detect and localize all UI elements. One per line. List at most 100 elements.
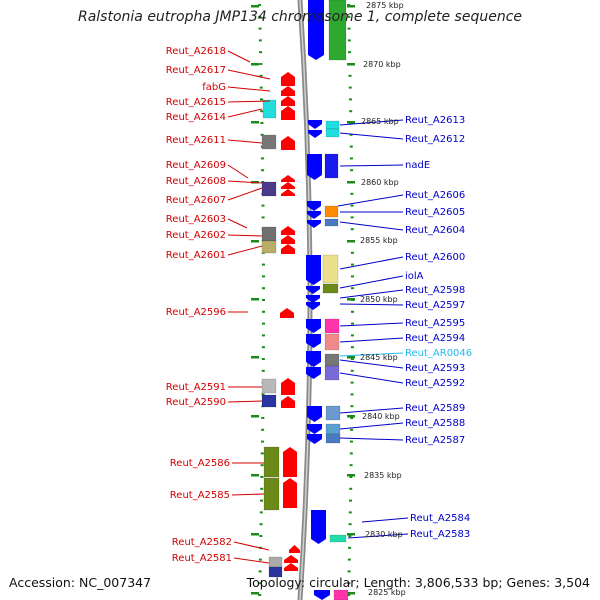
gene-label-left[interactable]: Reut_A2602 [166, 230, 226, 241]
gene-label-right[interactable]: Reut_A2587 [405, 435, 465, 446]
gene-label-left[interactable]: Reut_A2603 [166, 214, 226, 225]
tick-mark [258, 570, 262, 573]
leader-line [347, 533, 409, 539]
gene-label-right[interactable]: Reut_A2583 [410, 529, 470, 540]
gene-arrow-plus [308, 130, 322, 138]
leader-line [227, 108, 263, 118]
gene-label-left[interactable]: Reut_A2608 [166, 176, 226, 187]
tick-mark [260, 476, 264, 478]
gene-label-right[interactable]: Reut_A2589 [405, 403, 465, 414]
leader-line [339, 119, 404, 126]
gene-label-left[interactable]: Reut_A2591 [166, 382, 226, 393]
tick-mark [258, 558, 262, 561]
major-tick [347, 63, 355, 66]
leader-line [227, 86, 271, 92]
gene-label-left[interactable]: Reut_A2601 [166, 250, 226, 261]
gene-label-left[interactable]: Reut_A2582 [172, 537, 232, 548]
gene-label-left[interactable]: Reut_A2617 [166, 65, 226, 76]
tick-mark [261, 417, 265, 419]
gene-label-right[interactable]: iolA [405, 271, 424, 282]
gene-label-right[interactable]: nadE [405, 160, 430, 171]
tick-mark [261, 334, 265, 337]
gene-label-left[interactable]: Reut_A2615 [166, 97, 226, 108]
tick-mark [350, 228, 354, 231]
kbp-tick-labels: 2875 kbp 2870 kbp 2865 kbp 2860 kbp 2855… [360, 1, 406, 597]
gene-label-right[interactable]: Reut_A2598 [405, 285, 465, 296]
leader-line [339, 322, 404, 327]
tick-mark [347, 39, 351, 42]
gene-arrow-plus [307, 154, 322, 180]
colour-block [324, 365, 340, 381]
gene-arrow-minus [281, 136, 295, 150]
gene-label-left[interactable]: Reut_A2581 [172, 553, 232, 564]
gene-label-left[interactable]: Reut_A2611 [166, 135, 226, 146]
gene-label-left[interactable]: fabG [202, 82, 226, 93]
tick-mark [349, 145, 353, 148]
gene-label-right[interactable]: Reut_A2592 [405, 378, 465, 389]
tick-mark [349, 110, 353, 113]
tick-mark [261, 346, 265, 349]
kbp-label: 2835 kbp [364, 471, 402, 480]
gene-arrow-minus [281, 378, 295, 395]
gene-label-left[interactable]: Reut_A2586 [170, 458, 230, 469]
tick-mark [349, 440, 353, 443]
colour-block [261, 181, 277, 197]
gene-label-left[interactable]: Reut_A2596 [166, 307, 226, 318]
colour-block [261, 394, 277, 408]
leader-line [339, 359, 404, 369]
leader-line [233, 557, 270, 564]
colour-block [324, 353, 340, 367]
gene-label-left[interactable]: Reut_A2590 [166, 397, 226, 408]
colour-block [263, 477, 280, 511]
gene-label-right[interactable]: Reut_A2612 [405, 134, 465, 145]
gene-arrow-plus [307, 201, 321, 211]
gene-arrow-minus [284, 555, 298, 563]
gene-arrow-minus [281, 189, 295, 196]
colour-block [325, 120, 340, 130]
tick-mark [349, 464, 353, 467]
tick-mark [261, 310, 265, 313]
tick-mark [258, 582, 262, 585]
gene-label-right[interactable]: Reut_A2588 [405, 418, 465, 429]
leader-line [339, 337, 404, 343]
gene-label-left[interactable]: Reut_A2614 [166, 112, 226, 123]
gene-label-right[interactable]: Reut_A2606 [405, 190, 465, 201]
gene-label-left[interactable]: Reut_A2607 [166, 195, 226, 206]
gene-label-left[interactable]: Reut_A2585 [170, 490, 230, 501]
gene-label-left[interactable]: Reut_A2618 [166, 46, 226, 57]
tick-mark [347, 594, 351, 596]
gene-arrow-plus [307, 220, 321, 228]
right-gene-labels: Reut_A2613 Reut_A2612 nadE Reut_A2606 Re… [405, 115, 472, 540]
gene-arrow-minus [284, 563, 298, 571]
colour-block [268, 566, 283, 578]
gene-arrow-plus [307, 424, 322, 434]
tick-mark [350, 251, 354, 254]
major-tick [347, 5, 355, 8]
gene-label-right-rna[interactable]: Reut_AR0046 [405, 348, 472, 359]
tick-mark [260, 157, 264, 160]
gene-label-left[interactable]: Reut_A2609 [166, 160, 226, 171]
major-tick [251, 592, 259, 595]
gene-arrow-minus [283, 478, 297, 508]
gene-label-right[interactable]: Reut_A2593 [405, 363, 465, 374]
gene-arrow-minus [281, 235, 295, 244]
gene-arrow-plus [314, 590, 330, 600]
gene-label-right[interactable]: Reut_A2613 [405, 115, 465, 126]
colour-block [261, 226, 277, 242]
gene-arrow-minus [281, 175, 295, 182]
gene-label-right[interactable]: Reut_A2584 [410, 513, 470, 524]
gene-label-right[interactable]: Reut_A2604 [405, 225, 465, 236]
gene-label-right[interactable]: Reut_A2600 [405, 252, 465, 263]
gene-label-right[interactable]: Reut_A2597 [405, 300, 465, 311]
tick-mark [350, 192, 354, 195]
tick-mark [350, 263, 354, 266]
major-tick [347, 592, 355, 595]
leader-line [339, 437, 404, 441]
colour-block [325, 433, 341, 444]
major-tick [347, 533, 355, 536]
tick-mark [350, 346, 354, 349]
gene-label-right[interactable]: Reut_A2605 [405, 207, 465, 218]
gene-label-right[interactable]: Reut_A2595 [405, 318, 465, 329]
gene-label-right[interactable]: Reut_A2594 [405, 333, 465, 344]
tick-mark [350, 381, 354, 384]
